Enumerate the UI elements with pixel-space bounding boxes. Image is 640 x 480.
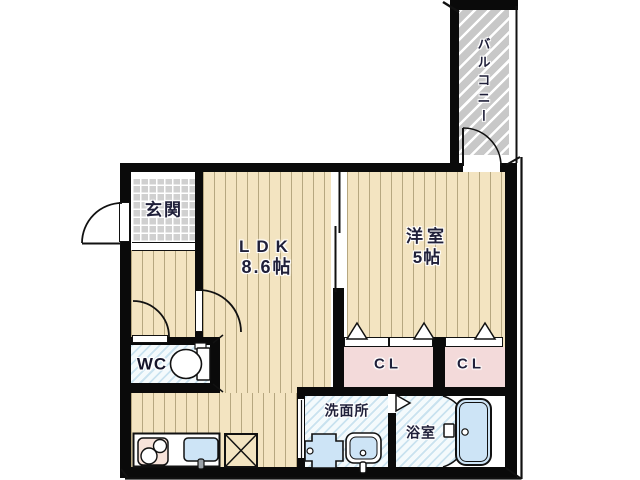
wall-bath-top <box>297 387 505 396</box>
wall-wc-right <box>210 337 220 393</box>
washroom-label: 洗面所 <box>324 402 370 419</box>
closet-door-panel <box>389 337 433 347</box>
wall-entrance-right <box>195 172 203 290</box>
western-room-floor <box>347 172 505 347</box>
entrance-label: 玄関 <box>145 200 183 220</box>
wall-washroom-right <box>388 396 396 467</box>
wall-closet-mid <box>433 337 445 387</box>
ldk-door-leaf <box>195 290 203 332</box>
bathroom-label: 浴室 <box>406 424 436 441</box>
closet-right-floor <box>445 347 505 387</box>
ldk-name: LDK <box>239 237 295 256</box>
balcony-doorway <box>463 163 500 172</box>
closet-door-panel <box>445 337 503 347</box>
sliding-door-strip <box>331 172 347 290</box>
ldk-label: LDK 8.6帖 <box>239 236 295 278</box>
wall-top <box>122 163 517 172</box>
wc-door-leaf <box>132 335 168 343</box>
closet-left-floor <box>344 347 433 387</box>
wall-wc-bottom <box>120 383 220 393</box>
wall-right <box>505 172 517 478</box>
entrance-step <box>132 242 195 251</box>
wall-partition-lower <box>333 288 344 396</box>
balcony-label: バルコニー <box>475 37 491 127</box>
wc-label: WC <box>136 354 168 374</box>
closet-left-label: CL <box>374 355 402 373</box>
wall-balcony-top <box>450 0 518 10</box>
entrance-door-leaf <box>119 202 130 242</box>
wall-left <box>120 163 131 478</box>
ldk-size: 8.6帖 <box>241 257 293 277</box>
wall-balcony-left <box>450 0 459 163</box>
hallway-floor <box>131 250 195 337</box>
kitchen-floor <box>131 393 297 467</box>
closet-right-label: CL <box>457 355 485 373</box>
entrance-door-swing-icon <box>81 202 123 245</box>
western-room-size: 5帖 <box>412 248 442 267</box>
entrance-floor <box>132 179 195 242</box>
wall-bottom <box>120 467 517 478</box>
washroom-doorway <box>298 399 304 458</box>
closet-door-panel <box>344 337 389 347</box>
western-room-label: 洋室 5帖 <box>406 226 448 268</box>
wall-wc-top <box>131 337 220 345</box>
western-room-name: 洋室 <box>406 227 448 246</box>
